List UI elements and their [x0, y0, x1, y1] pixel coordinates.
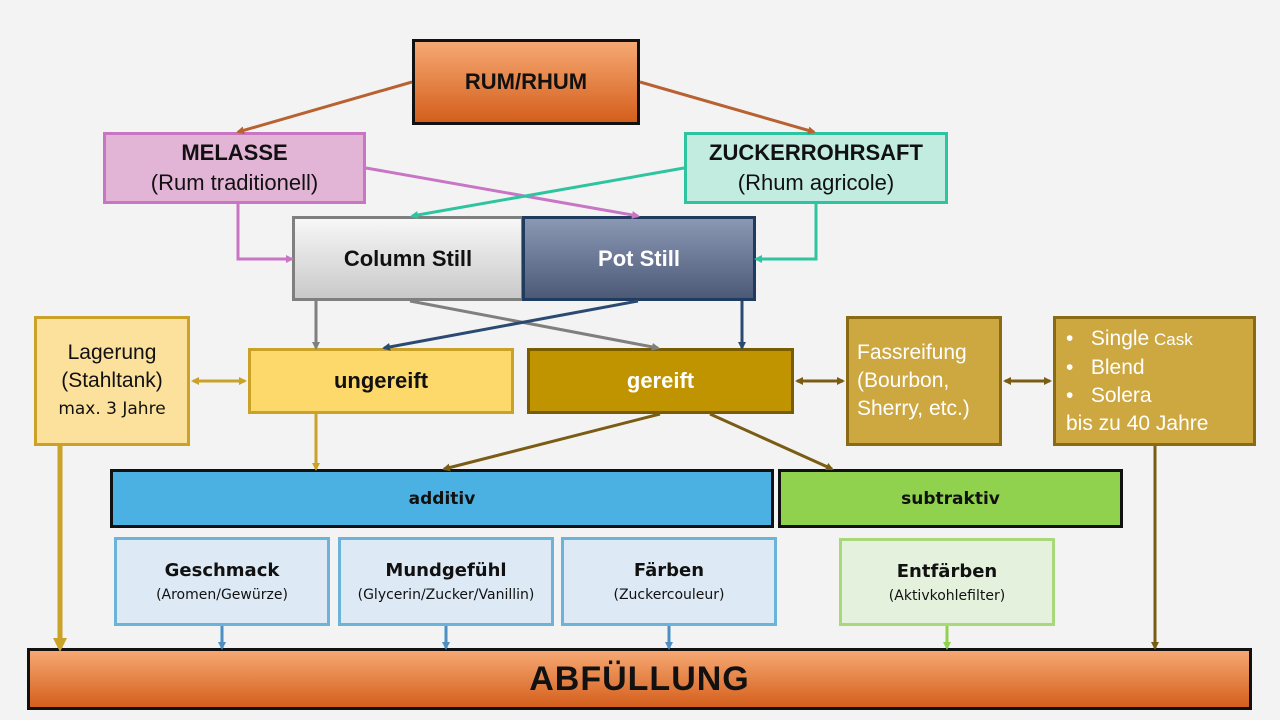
- cask-bullet-2-text: Blend: [1090, 355, 1145, 379]
- cask-bullet-1-big: Single: [1090, 326, 1150, 350]
- geschmack-box: Geschmack (Aromen/Gewürze): [114, 537, 330, 626]
- fassreifung-box: Fassreifung (Bourbon, Sherry, etc.): [846, 316, 1002, 446]
- gereift-box: gereift: [527, 348, 794, 414]
- lagerung-line1: Lagerung: [67, 341, 157, 364]
- pot-still-label: Pot Still: [598, 245, 680, 271]
- zuckerrohrsaft-subtitle: (Rhum agricole): [737, 170, 895, 195]
- lagerung-box: Lagerung (Stahltank) max. 3 Jahre: [34, 316, 190, 446]
- mundgefuehl-subtitle: (Glycerin/Zucker/Vanillin): [357, 587, 535, 603]
- faerben-title: Färben: [633, 560, 705, 581]
- lagerung-line3: max. 3 Jahre: [58, 399, 166, 419]
- additiv-bar: additiv: [110, 469, 774, 528]
- entfaerben-subtitle: (Aktivkohlefilter): [888, 587, 1006, 604]
- cask-types-box: • Single Cask • Blend • Solera bis zu 40…: [1053, 316, 1256, 446]
- abfuellung-bar: ABFÜLLUNG: [27, 648, 1252, 710]
- subtraktiv-label: subtraktiv: [901, 488, 1000, 509]
- geschmack-title: Geschmack: [164, 560, 280, 581]
- gereift-label: gereift: [626, 368, 695, 393]
- cask-bullet-1-small: Cask: [1149, 329, 1193, 349]
- cask-bullet-3: • Solera: [1066, 383, 1152, 407]
- entfaerben-box: Entfärben (Aktivkohlefilter): [839, 538, 1055, 626]
- additiv-label: additiv: [408, 488, 476, 509]
- zuckerrohrsaft-box: ZUCKERROHRSAFT (Rhum agricole): [684, 132, 948, 204]
- ungereift-box: ungereift: [248, 348, 514, 414]
- cask-bullet-3-text: Solera: [1090, 383, 1152, 407]
- column-still-label: Column Still: [343, 245, 473, 271]
- mundgefuehl-box: Mundgefühl (Glycerin/Zucker/Vanillin): [338, 537, 554, 626]
- faerben-box: Färben (Zuckercouleur): [561, 537, 777, 626]
- melasse-box: MELASSE (Rum traditionell): [103, 132, 366, 204]
- lagerung-line2: (Stahltank): [61, 369, 163, 392]
- geschmack-subtitle: (Aromen/Gewürze): [156, 587, 288, 603]
- rum-rhum-label: RUM/RHUM: [464, 69, 588, 94]
- mundgefuehl-title: Mundgefühl: [385, 560, 507, 581]
- melasse-title: MELASSE: [181, 140, 288, 165]
- pot-still-box: Pot Still: [522, 216, 756, 301]
- fassreifung-line3: Sherry, etc.): [857, 397, 970, 420]
- cask-footer: bis zu 40 Jahre: [1066, 411, 1209, 435]
- entfaerben-title: Entfärben: [896, 560, 998, 582]
- faerben-subtitle: (Zuckercouleur): [613, 587, 725, 603]
- fassreifung-line1: Fassreifung: [857, 341, 967, 364]
- fassreifung-line2: (Bourbon,: [857, 369, 950, 392]
- melasse-subtitle: (Rum traditionell): [150, 170, 319, 195]
- cask-bullet-1: • Single Cask: [1066, 326, 1193, 350]
- subtraktiv-bar: subtraktiv: [778, 469, 1123, 528]
- abfuellung-label: ABFÜLLUNG: [529, 659, 750, 698]
- column-still-box: Column Still: [292, 216, 524, 301]
- cask-bullet-2: • Blend: [1066, 355, 1145, 379]
- ungereift-label: ungereift: [333, 368, 429, 393]
- zuckerrohrsaft-title: ZUCKERROHRSAFT: [709, 140, 923, 165]
- rum-rhum-box: RUM/RHUM: [412, 39, 640, 125]
